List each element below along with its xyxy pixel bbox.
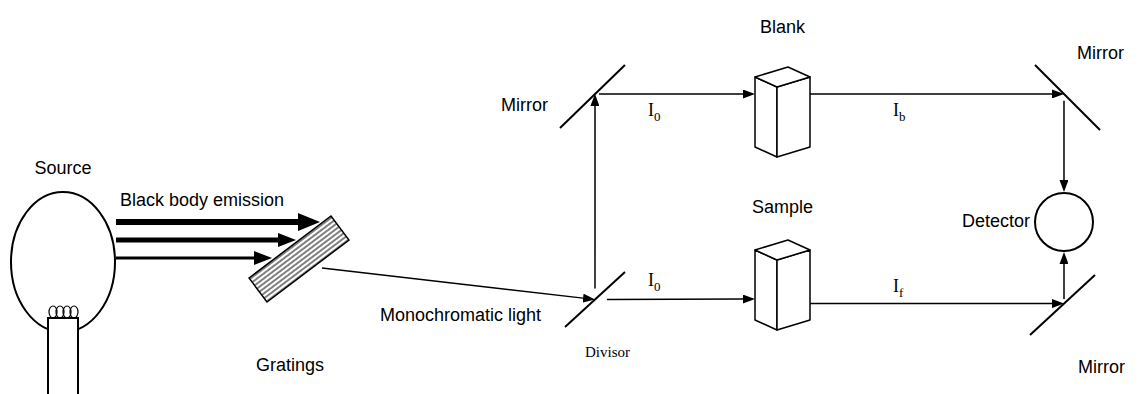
beam-divisor: Divisor bbox=[565, 272, 625, 327]
beam-label: I0 bbox=[648, 270, 660, 294]
bulb-base bbox=[48, 318, 78, 394]
node-label: Mirror bbox=[448, 95, 548, 116]
filament-coil bbox=[70, 306, 78, 318]
bulb-glass bbox=[11, 192, 115, 332]
cuvette-face bbox=[755, 250, 777, 330]
node-outline bbox=[560, 65, 625, 128]
node-label: Source bbox=[10, 158, 116, 179]
beam-label: Black body emission bbox=[120, 190, 284, 211]
node-outline bbox=[755, 235, 810, 330]
beam-label: If bbox=[893, 276, 903, 300]
beam-label: Ib bbox=[893, 100, 905, 124]
cuvette-face bbox=[755, 240, 810, 260]
cuvette-face bbox=[777, 77, 810, 157]
mirror: Mirror bbox=[1030, 275, 1095, 335]
cuvette-face bbox=[755, 67, 810, 87]
node-label: Detector bbox=[950, 211, 1030, 232]
node-outline bbox=[10, 190, 116, 394]
light-beam bbox=[810, 303, 1052, 305]
node-outline bbox=[565, 272, 625, 327]
light-beam bbox=[322, 268, 583, 298]
mirror: Mirror bbox=[1035, 65, 1100, 130]
diffraction-grating: Gratings bbox=[245, 205, 355, 310]
mirror-surface bbox=[565, 272, 625, 327]
emission-arrow bbox=[116, 257, 254, 260]
mirror-surface bbox=[560, 65, 625, 128]
light-beam bbox=[116, 219, 298, 225]
light-beam bbox=[594, 106, 596, 289]
node-label: Gratings bbox=[235, 355, 345, 376]
beam-label: Monochromatic light bbox=[380, 305, 541, 326]
light-source: Source bbox=[10, 190, 116, 394]
node-label: Mirror bbox=[1077, 43, 1141, 64]
light-beam bbox=[1063, 101, 1065, 180]
light-beam bbox=[1063, 264, 1065, 299]
detector: Detector bbox=[1034, 192, 1094, 252]
node-outline bbox=[755, 62, 810, 157]
blank-cuvette: Blank bbox=[755, 62, 810, 157]
light-beam bbox=[607, 298, 743, 300]
cuvette-face bbox=[777, 250, 810, 330]
node-label: Divisor bbox=[585, 344, 655, 361]
light-beam bbox=[599, 93, 743, 95]
light-beam bbox=[810, 93, 1052, 95]
mirror-surface bbox=[1030, 275, 1095, 335]
detector-circle bbox=[1035, 193, 1093, 251]
mirror: Mirror bbox=[560, 65, 625, 128]
emission-arrow bbox=[116, 238, 278, 243]
beam-label: I0 bbox=[648, 100, 660, 124]
grating-body bbox=[249, 216, 349, 302]
node-label: Mirror bbox=[1078, 357, 1142, 378]
node-label: Blank bbox=[735, 17, 830, 38]
mirror-surface bbox=[1035, 65, 1100, 130]
cuvette-face bbox=[755, 77, 777, 157]
node-outline bbox=[1030, 275, 1095, 335]
node-outline bbox=[1034, 192, 1094, 252]
sample-cuvette: Sample bbox=[755, 235, 810, 330]
node-label: Sample bbox=[735, 197, 830, 218]
node-outline bbox=[1035, 65, 1100, 130]
node-outline bbox=[245, 205, 355, 310]
